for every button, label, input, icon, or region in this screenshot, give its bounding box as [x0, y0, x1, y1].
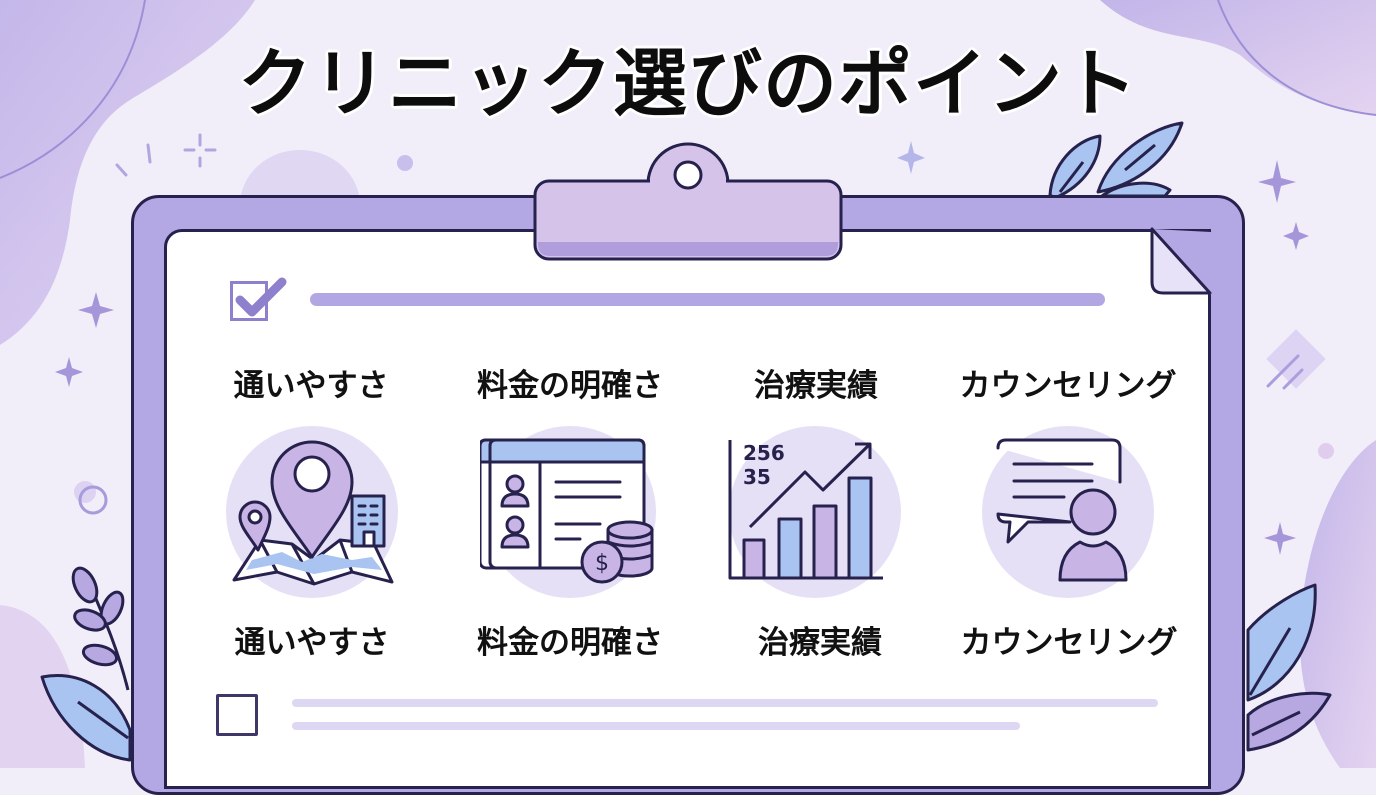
- point-labels-top: 通いやすさ 料金の明確さ 治療実績 カウンセリング: [164, 360, 1211, 404]
- label-access-caption: 通いやすさ: [234, 625, 390, 661]
- growth-chart-icon: 256 35: [725, 422, 905, 602]
- checkmark-icon: [235, 277, 287, 317]
- svg-text:$: $: [595, 551, 609, 576]
- leaf-icon: [71, 566, 99, 604]
- leaf-icon: [1048, 134, 1102, 200]
- point-labels-bottom: 通いやすさ 料金の明確さ 治療実績 カウンセリング: [164, 617, 1211, 661]
- label-counseling-caption: カウンセリング: [960, 625, 1178, 661]
- blob-top-right: [1100, 0, 1376, 115]
- sparkle-icon: [55, 357, 83, 387]
- sparkle-icon: [1258, 160, 1296, 203]
- checklist-line: [292, 699, 1158, 707]
- clipboard-hardware: [533, 142, 1212, 295]
- sparkle-icon: [1264, 522, 1296, 555]
- leaf-icon: [1246, 691, 1332, 752]
- label-pricing-caption: 料金の明確さ: [477, 625, 663, 661]
- label-pricing: 料金の明確さ: [477, 368, 663, 404]
- blob-top-left: [0, 0, 255, 345]
- leaf-icon: [73, 608, 107, 632]
- checklist-line: [292, 722, 1020, 730]
- leaf-icon: [81, 643, 119, 667]
- clip-icon: [533, 142, 843, 261]
- checkbox-unchecked[interactable]: [216, 694, 258, 736]
- blob-bottom-right: [1300, 440, 1376, 768]
- svg-text:256: 256: [743, 441, 785, 465]
- background-decoration: [0, 0, 1376, 768]
- checklist-line: [310, 293, 1105, 306]
- page-title: クリニック選びのポイント: [238, 41, 1138, 127]
- price-list-detail: $: [488, 438, 654, 584]
- label-counseling: カウンセリング: [959, 368, 1177, 404]
- blob-bottom-left: [0, 605, 85, 768]
- sparkle-icon: [897, 141, 925, 174]
- svg-text:35: 35: [743, 465, 771, 489]
- label-track-record-caption: 治療実績: [758, 625, 882, 661]
- sparkle-icon: [1283, 222, 1309, 250]
- label-track-record: 治療実績: [754, 368, 878, 404]
- label-access: 通いやすさ: [233, 368, 389, 404]
- map-location-icon: [222, 422, 402, 602]
- counseling-chat-icon: [978, 422, 1158, 602]
- leaf-icon: [40, 674, 132, 762]
- sparkle-icon: [78, 292, 114, 328]
- leaf-icon: [1100, 181, 1172, 198]
